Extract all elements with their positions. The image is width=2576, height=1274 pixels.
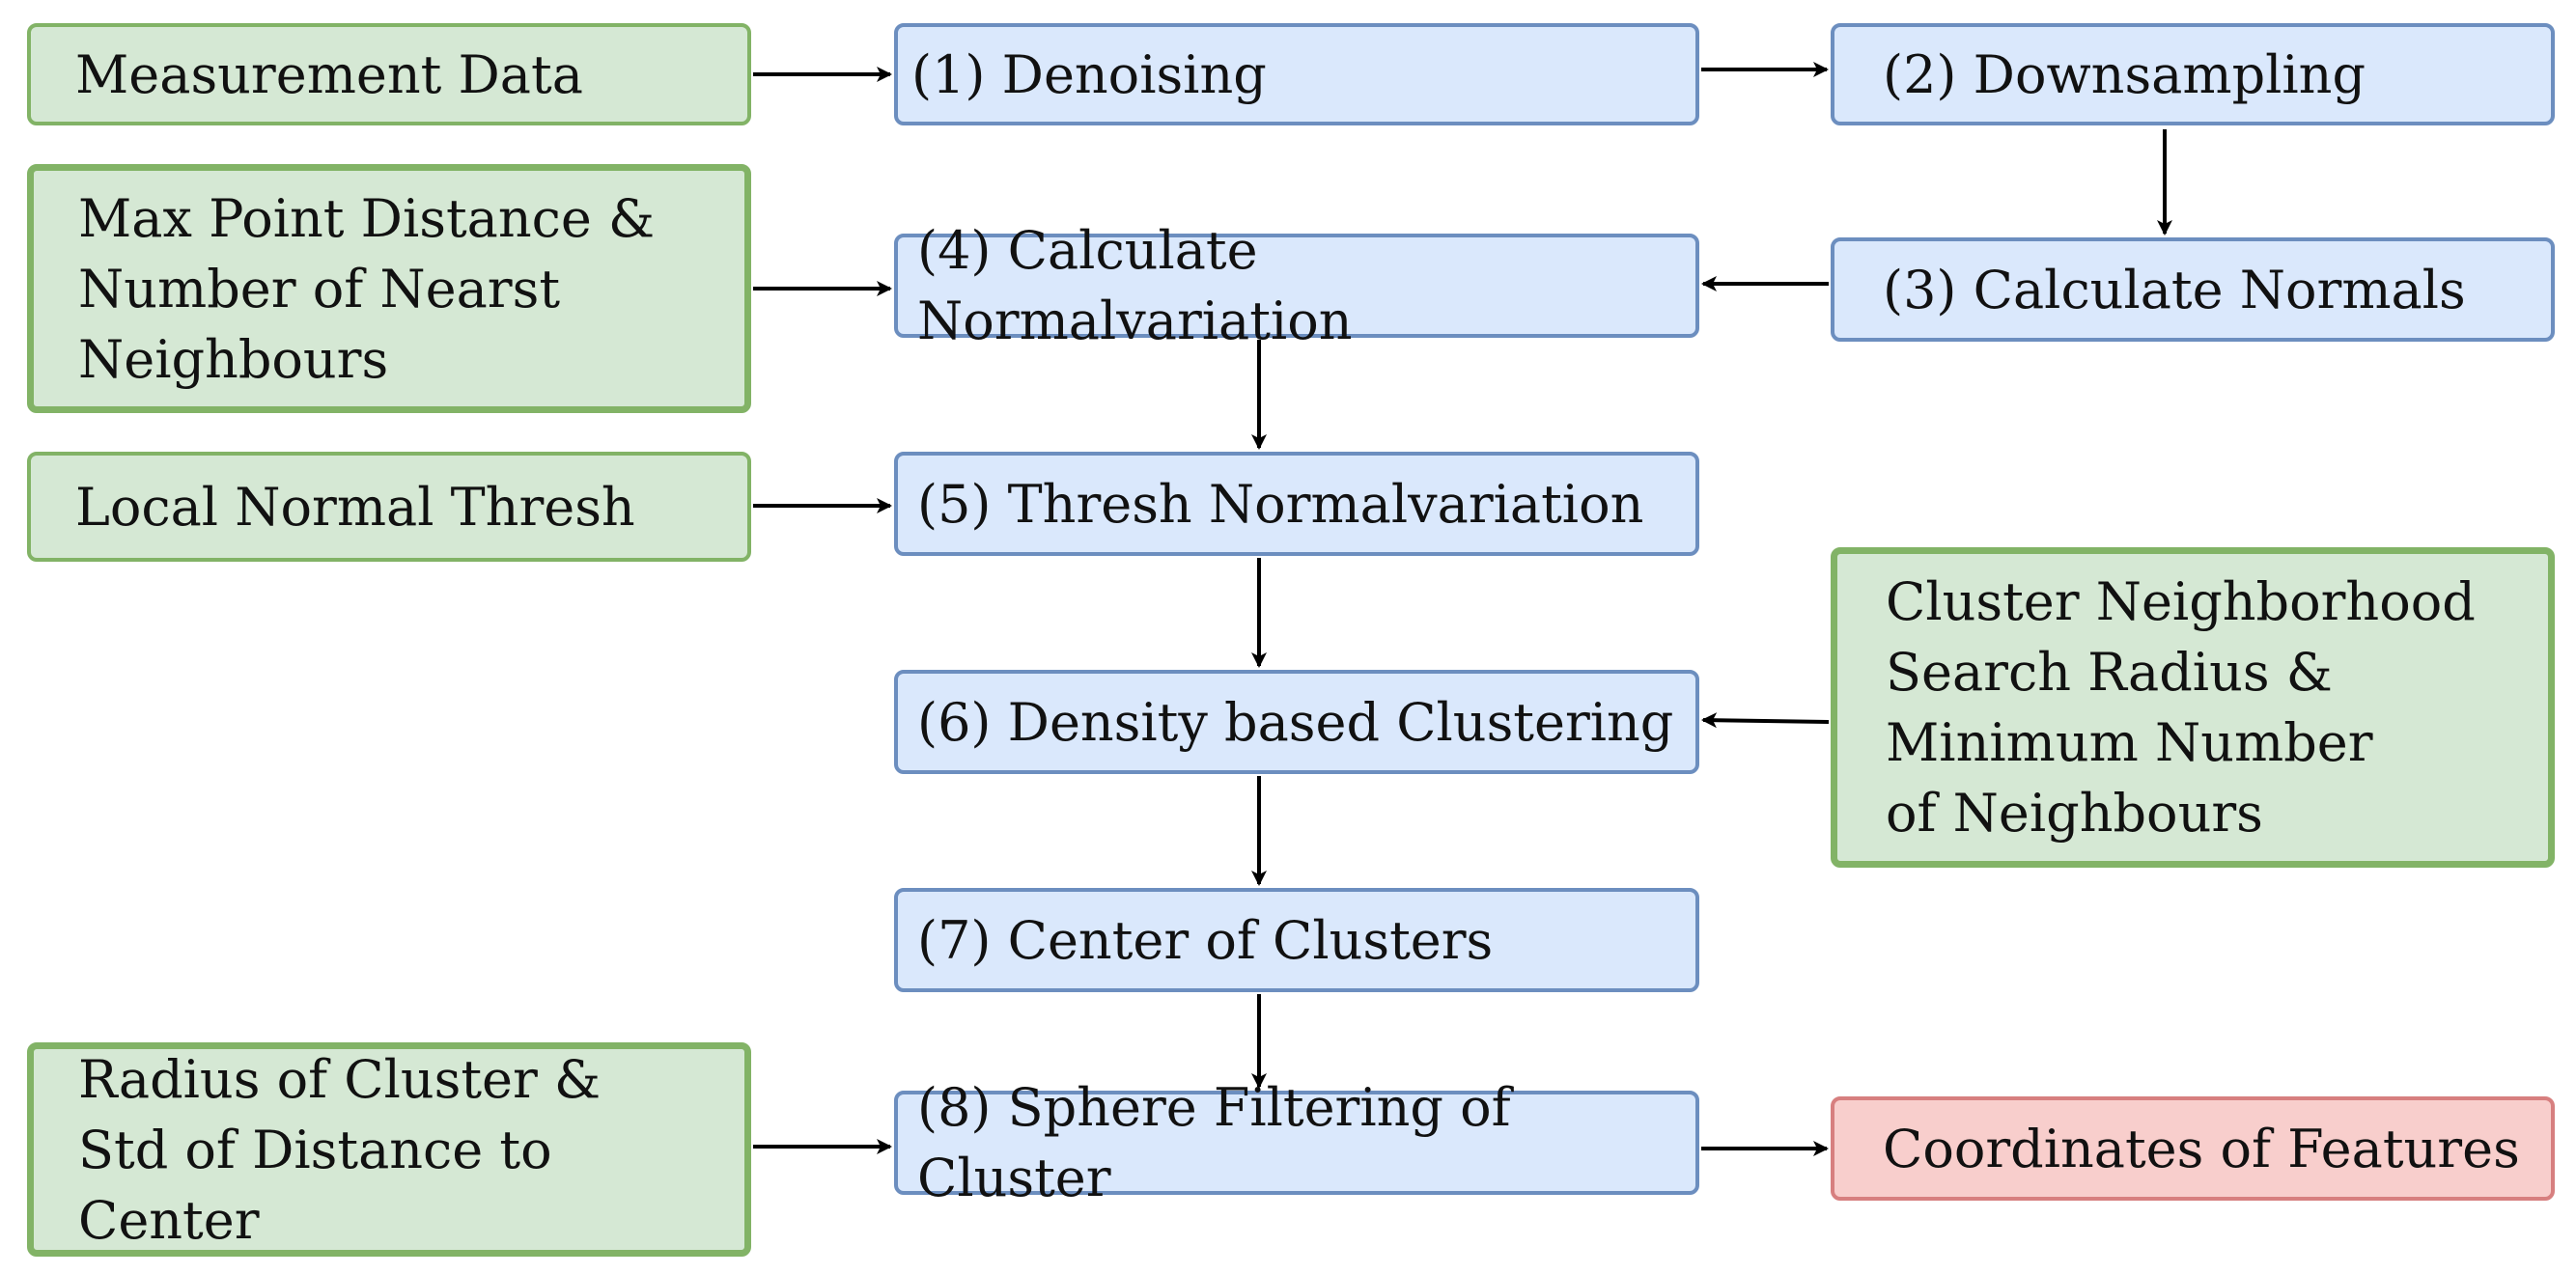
input-measurement-data-label: Measurement Data [75,43,583,105]
input-cluster-params-label: Cluster Neighborhood Search Radius & Min… [1886,571,2476,844]
output-coordinates-label: Coordinates of Features [1883,1118,2520,1179]
step-5-thresh-normalvariation: (5) Thresh Normalvariation [894,452,1699,556]
step-3-calculate-normals: (3) Calculate Normals [1831,237,2555,342]
step-8-label: (8) Sphere Filtering of Cluster [917,1077,1511,1208]
step-5-label: (5) Thresh Normalvariation [917,473,1644,535]
input-sphere-params: Radius of Cluster & Std of Distance to C… [27,1042,751,1257]
step-1-label: (1) Denoising [911,43,1267,105]
output-coordinates: Coordinates of Features [1831,1096,2555,1201]
step-6-density-clustering: (6) Density based Clustering [894,670,1699,774]
step-2-label: (2) Downsampling [1883,43,2366,105]
input-local-normal-thresh-label: Local Normal Thresh [75,476,635,538]
arrow-clusterparams-to-step6 [1701,712,1830,729]
input-max-point-distance: Max Point Distance & Number of Nearst Ne… [27,164,751,413]
step-1-denoising: (1) Denoising [894,23,1699,125]
step-3-label: (3) Calculate Normals [1883,259,2466,320]
input-max-point-distance-label: Max Point Distance & Number of Nearst Ne… [78,187,656,390]
step-2-downsampling: (2) Downsampling [1831,23,2555,125]
input-cluster-params: Cluster Neighborhood Search Radius & Min… [1831,547,2555,868]
input-local-normal-thresh: Local Normal Thresh [27,452,751,562]
step-6-label: (6) Density based Clustering [917,691,1674,753]
input-measurement-data: Measurement Data [27,23,751,125]
step-8-sphere-filtering: (8) Sphere Filtering of Cluster [894,1077,1699,1208]
step-7-center-of-clusters: (7) Center of Clusters [894,888,1699,992]
step-4-label: (4) Calculate Normalvariation [917,220,1353,351]
input-sphere-params-label: Radius of Cluster & Std of Distance to C… [78,1048,602,1251]
step-7-label: (7) Center of Clusters [917,909,1494,971]
step-4-calculate-normalvariation: (4) Calculate Normalvariation [894,220,1699,351]
